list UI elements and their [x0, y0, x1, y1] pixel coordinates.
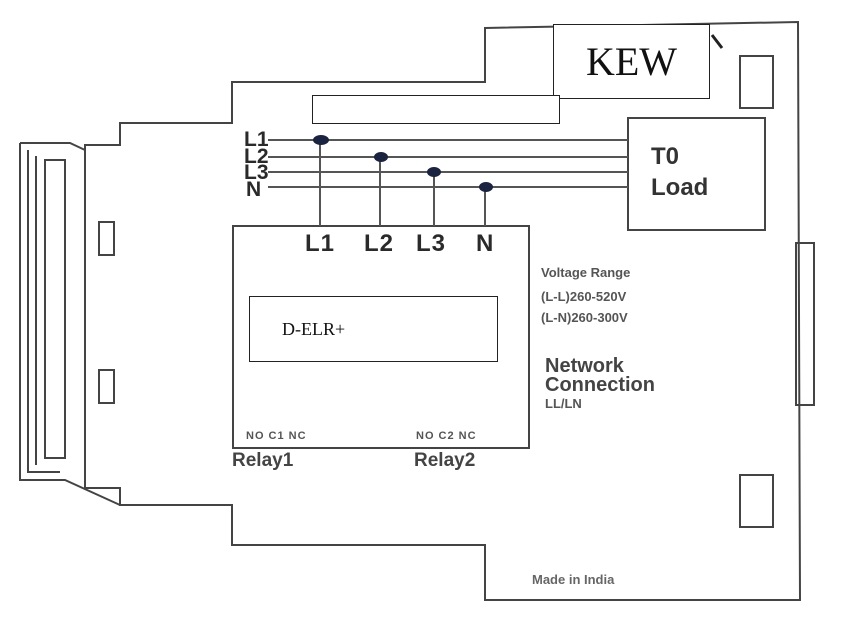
supply-label-l1: L1 [244, 128, 269, 151]
terminal-wires [319, 140, 486, 226]
side-rail [795, 242, 815, 406]
slot-left-lower [98, 369, 115, 404]
relay2-label: Relay2 [414, 450, 476, 471]
relay2-terminals: NO C2 NC [416, 430, 477, 442]
slot-left-upper [98, 221, 115, 256]
slot-right-upper [739, 55, 774, 109]
voltage-range-title: Voltage Range [541, 265, 631, 280]
terminal-label-l2: L2 [364, 230, 395, 257]
brand-label: KEW [585, 39, 678, 84]
network-label-line2: Connection [545, 374, 655, 396]
model-label-box: D-ELR+ [249, 296, 498, 362]
terminal-label-n: N [476, 230, 495, 257]
blank-label-bar [312, 95, 560, 124]
made-in-label: Made in India [532, 572, 615, 587]
junction-dots [313, 135, 493, 192]
corner-mark [710, 34, 724, 49]
relay1-terminals: NO C1 NC [246, 430, 307, 442]
voltage-range-ln: (L-N)260-300V [541, 310, 628, 325]
supply-label-n: N [246, 178, 262, 201]
voltage-range-ll: (L-L)260-520V [541, 289, 627, 304]
supply-label-l3: L3 [244, 161, 269, 184]
device-housing [84, 20, 802, 601]
network-label-line3: LL/LN [545, 396, 582, 411]
brand-label-box: KEW [553, 24, 710, 99]
supply-label-l2: L2 [244, 145, 269, 168]
network-label-line1: Network [545, 355, 624, 377]
slot-right-lower [739, 474, 774, 528]
din-rail-clip [19, 142, 121, 506]
load-label-line1: T0 [651, 143, 680, 170]
terminal-label-l3: L3 [416, 230, 447, 257]
supply-wires [268, 139, 628, 188]
model-label: D-ELR+ [282, 319, 346, 339]
relay1-label: Relay1 [232, 450, 294, 471]
load-box [627, 117, 766, 231]
load-label-line2: Load [651, 174, 709, 201]
terminal-label-l1: L1 [305, 230, 336, 257]
